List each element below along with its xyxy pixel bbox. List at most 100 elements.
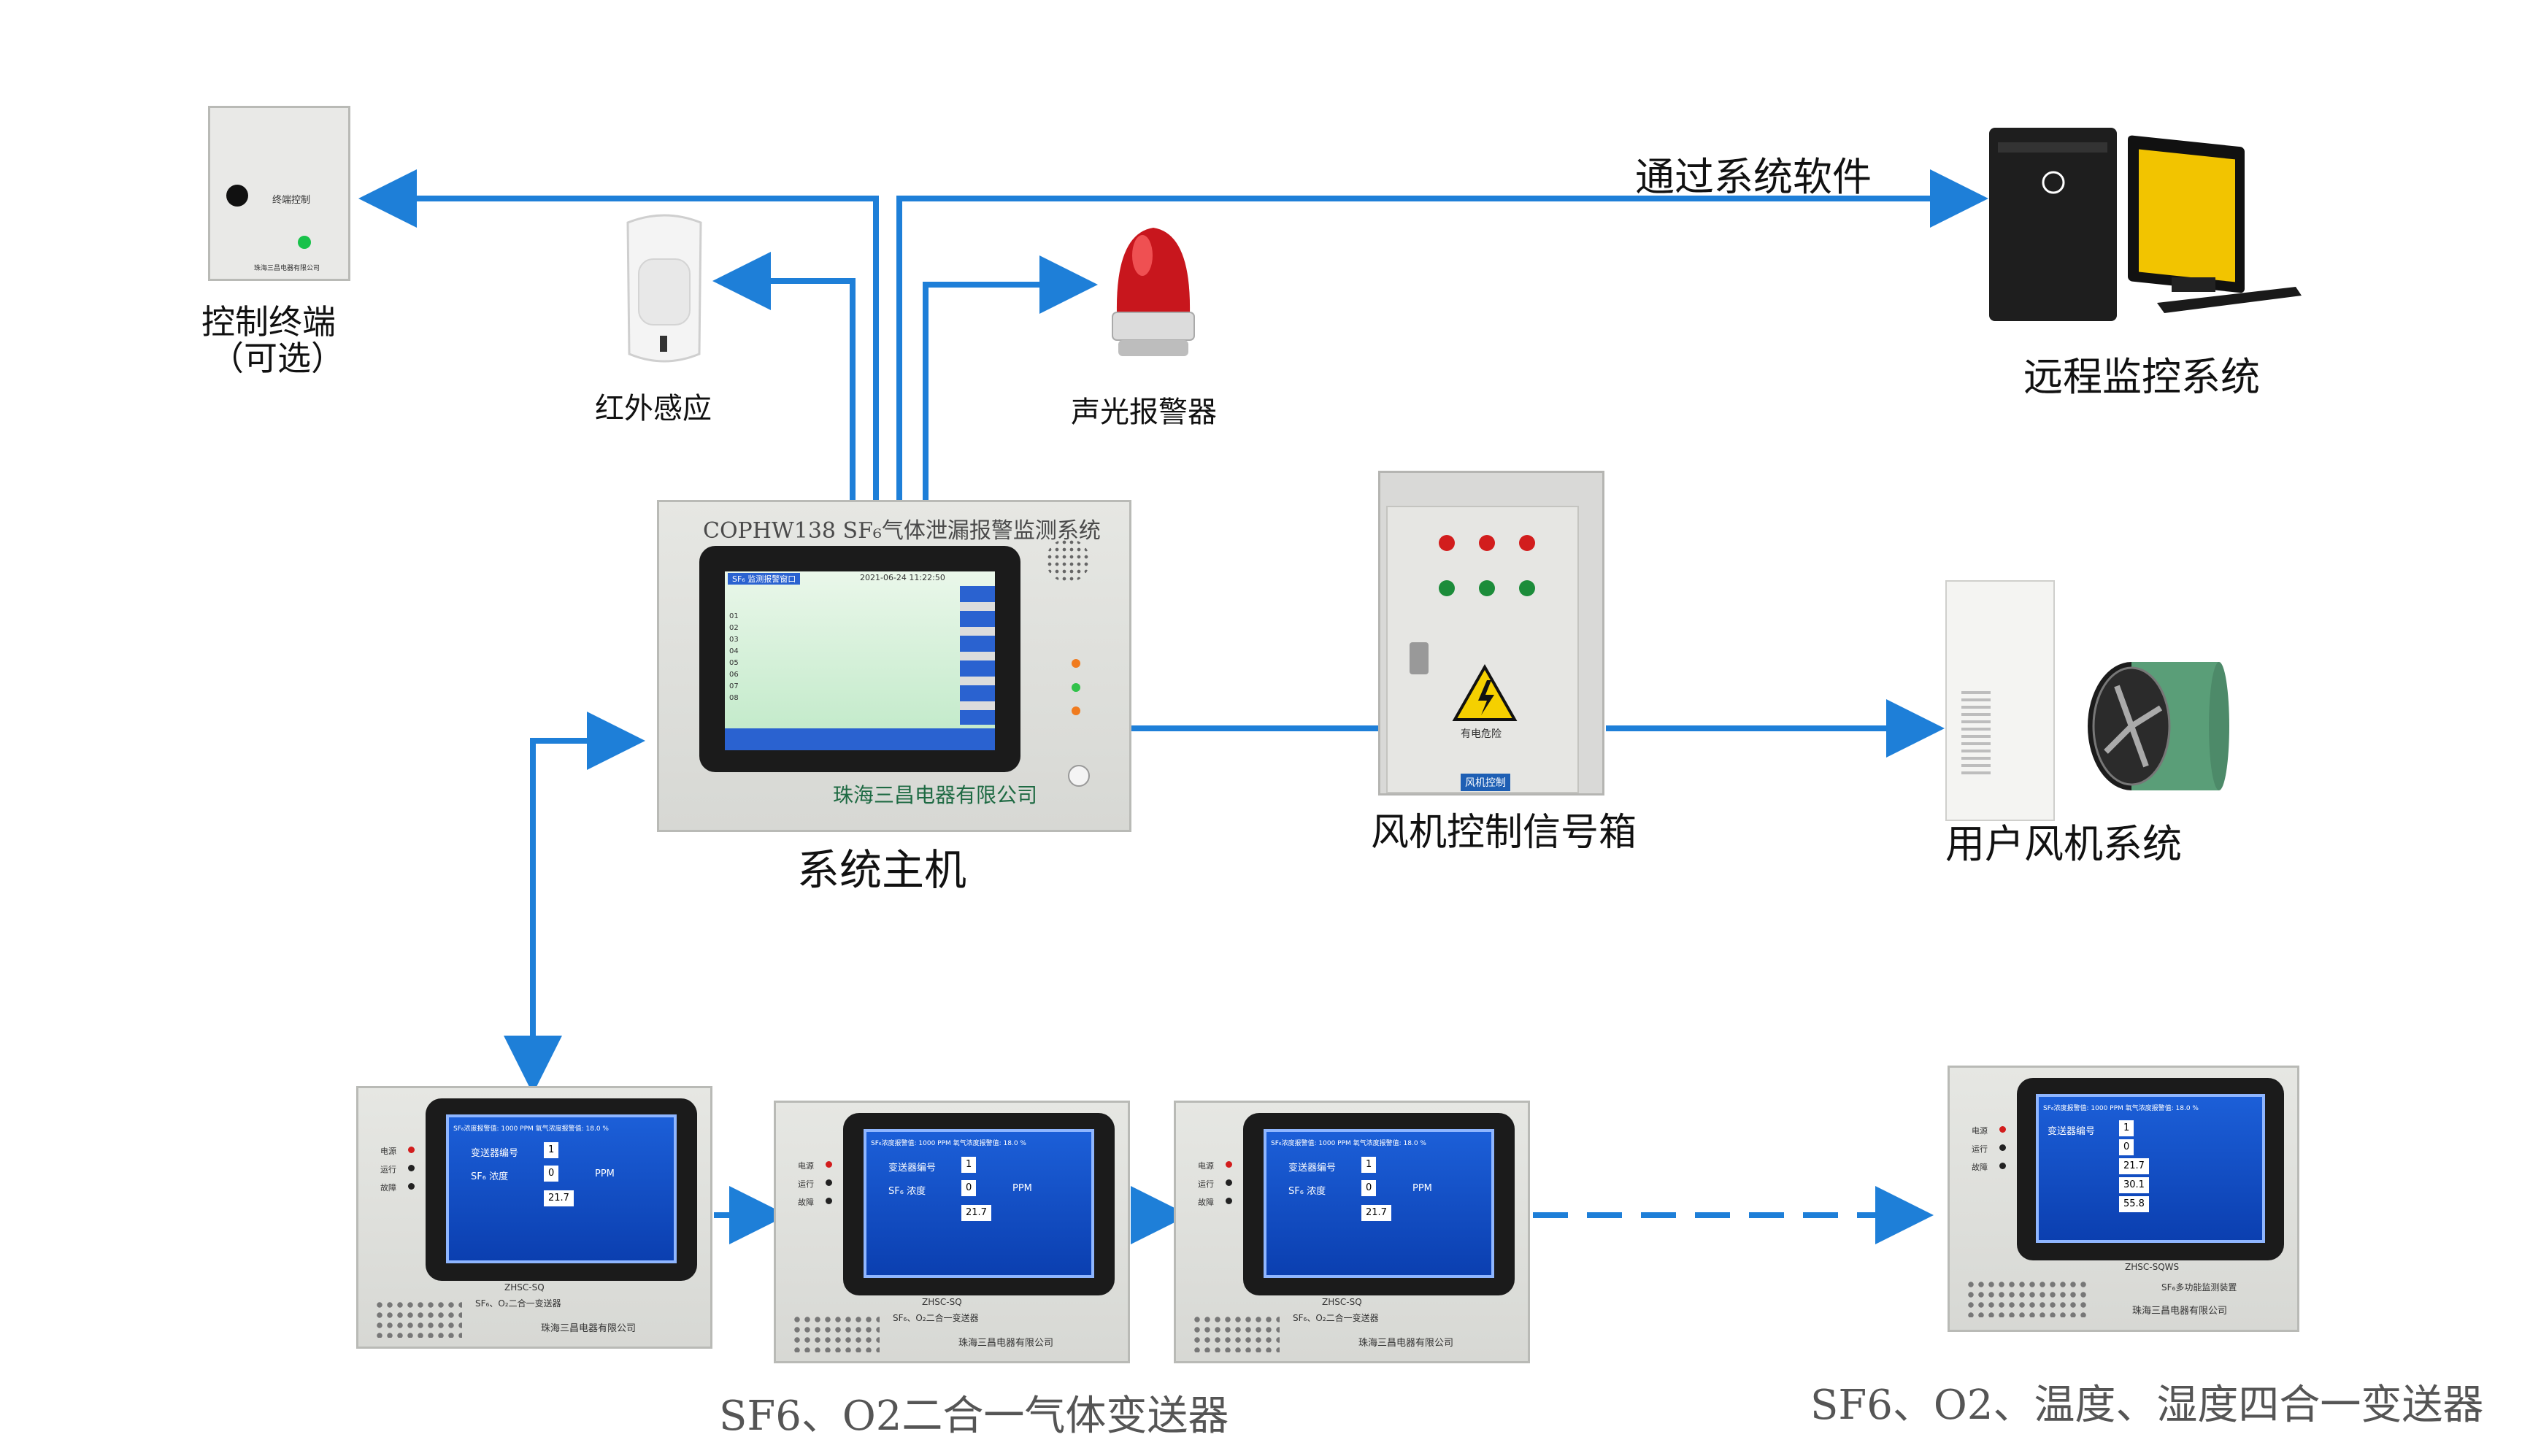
- t4-screen-hum: 55.8: [2119, 1196, 2149, 1212]
- fan-box-handle-icon: [1410, 642, 1429, 674]
- t3-screen-o2: 21.7: [1361, 1205, 1391, 1221]
- transmitter-2: 电源 运行 故障 SF₆浓度报警值: 1000 PPM 氧气浓度报警值: 18.…: [774, 1101, 1130, 1363]
- fan-box-light-red-2: [1479, 535, 1495, 551]
- t3-screen-addr: 1: [1361, 1157, 1377, 1173]
- t1-led-label-run: 运行: [380, 1165, 396, 1174]
- t3-company: 珠海三昌电器有限公司: [1358, 1338, 1454, 1349]
- t2-screen-sf6-label: SF₆ 浓度: [888, 1186, 926, 1197]
- t2-vent-grille: [792, 1314, 880, 1352]
- t2-led-power: [826, 1161, 832, 1168]
- cabinet-vents: [1961, 691, 1991, 779]
- t3-led-label-run: 运行: [1198, 1179, 1214, 1189]
- t4-screen: SF₆浓度报警值: 1000 PPM 氧气浓度报警值: 18.0 % 变送器编号…: [2036, 1094, 2265, 1243]
- t2-led-label-fault: 故障: [798, 1198, 814, 1207]
- host-screen-row: 02: [729, 624, 739, 632]
- t2-screen-addr-label: 变送器编号: [888, 1163, 937, 1174]
- indicator-icon: [298, 236, 311, 249]
- user-fan-label: 用户风机系统: [1945, 821, 2182, 867]
- edge-host-to-remote: [896, 169, 1988, 504]
- host-led-power: [1072, 659, 1080, 668]
- t1-screen-line1: SF₆浓度报警值: 1000 PPM 氧气浓度报警值: 18.0 %: [453, 1125, 609, 1133]
- t4-led-power: [1999, 1126, 2006, 1133]
- t2-led-run: [826, 1179, 832, 1186]
- edge-host-to-infrared: [712, 252, 856, 504]
- host-label: 系统主机: [797, 845, 967, 895]
- t1-desc: SF₆、O₂二合一变送器: [475, 1298, 561, 1309]
- t4-led-label-run: 运行: [1972, 1144, 1988, 1154]
- t4-led-label-power: 电源: [1972, 1126, 1988, 1136]
- t1-led-run: [408, 1165, 415, 1171]
- t2-led-fault: [826, 1198, 832, 1204]
- t1-screen-frame: SF₆浓度报警值: 1000 PPM 氧气浓度报警值: 18.0 % 变送器编号…: [426, 1098, 697, 1281]
- t2-screen: SF₆浓度报警值: 1000 PPM 氧气浓度报警值: 18.0 % 变送器编号…: [864, 1129, 1094, 1278]
- t4-led-run: [1999, 1144, 2006, 1151]
- host-screen-row: 01: [729, 612, 739, 620]
- t4-screen-sf6: 0: [2119, 1139, 2134, 1155]
- fan-box-nameplate: 风机控制: [1461, 774, 1510, 791]
- t4-desc: SF₆多功能监测装置: [2161, 1282, 2237, 1293]
- host-screen-buttons: [725, 728, 995, 750]
- t4-screen-addr: 1: [2119, 1120, 2134, 1136]
- two-in-one-label: SF6、O2二合一气体变送器: [719, 1393, 1229, 1440]
- t4-screen-o2: 21.7: [2119, 1158, 2149, 1174]
- t2-screen-unit: PPM: [1012, 1183, 1032, 1194]
- cabinet-icon: [1945, 580, 2055, 821]
- t1-screen-sf6: 0: [544, 1166, 559, 1182]
- t2-led-label-run: 运行: [798, 1179, 814, 1189]
- t2-led-label-power: 电源: [798, 1161, 814, 1171]
- t4-company: 珠海三昌电器有限公司: [2132, 1306, 2228, 1317]
- fan-box-light-red-1: [1439, 535, 1455, 551]
- t1-led-label-power: 电源: [380, 1147, 396, 1156]
- t1-model: ZHSC-SQ: [504, 1282, 545, 1293]
- fan-box-door: 有电危险 风机控制: [1386, 506, 1579, 793]
- t4-screen-frame: SF₆浓度报警值: 1000 PPM 氧气浓度报警值: 18.0 % 变送器编号…: [2017, 1078, 2284, 1260]
- host-led-run: [1072, 683, 1080, 692]
- four-in-one-label: SF6、O2、温度、湿度四合一变送器: [1810, 1382, 2484, 1429]
- t3-screen: SF₆浓度报警值: 1000 PPM 氧气浓度报警值: 18.0 % 变送器编号…: [1264, 1129, 1494, 1278]
- t1-screen-o2: 21.7: [544, 1190, 574, 1206]
- transmitter-3: 电源 运行 故障 SF₆浓度报警值: 1000 PPM 氧气浓度报警值: 18.…: [1174, 1101, 1530, 1363]
- host-screen-row: 04: [729, 647, 739, 655]
- t3-desc: SF₆、O₂二合一变送器: [1293, 1313, 1379, 1323]
- system-host-panel: COPHW138 SF₆气体泄漏报警监测系统 SF₆ 监测报警窗口 2021-0…: [657, 500, 1131, 832]
- t2-screen-o2: 21.7: [961, 1205, 991, 1221]
- t3-screen-unit: PPM: [1412, 1183, 1432, 1194]
- t1-screen: SF₆浓度报警值: 1000 PPM 氧气浓度报警值: 18.0 % 变送器编号…: [446, 1114, 677, 1263]
- host-screen-time: 2021-06-24 11:22:50: [860, 573, 945, 582]
- t1-company: 珠海三昌电器有限公司: [541, 1323, 637, 1334]
- t2-screen-frame: SF₆浓度报警值: 1000 PPM 氧气浓度报警值: 18.0 % 变送器编号…: [843, 1113, 1115, 1295]
- t3-led-fault: [1226, 1198, 1232, 1204]
- alarm-light-icon: [1102, 219, 1204, 365]
- control-terminal-device-text: 终端控制: [272, 195, 311, 206]
- control-terminal-company: 珠海三昌电器有限公司: [254, 265, 320, 272]
- t4-led-label-fault: 故障: [1972, 1163, 1988, 1172]
- knob-icon: [226, 185, 248, 207]
- t1-led-power: [408, 1147, 415, 1153]
- host-screen-row: 08: [729, 694, 739, 702]
- t1-led-label-fault: 故障: [380, 1183, 396, 1193]
- t1-led-fault: [408, 1183, 415, 1190]
- infrared-label: 红外感应: [595, 392, 712, 425]
- t2-company: 珠海三昌电器有限公司: [958, 1338, 1054, 1349]
- edge-label-software: 通过系统软件: [1635, 154, 1872, 200]
- edge-host-to-alarm: [923, 255, 1098, 504]
- fan-control-box-icon: 有电危险 风机控制: [1378, 471, 1604, 796]
- transmitter-4: 电源 运行 故障 SF₆浓度报警值: 1000 PPM 氧气浓度报警值: 18.…: [1948, 1066, 2299, 1332]
- host-panel-title: COPHW138 SF₆气体泄漏报警监测系统: [703, 518, 1101, 544]
- t1-vent-grille: [374, 1300, 462, 1338]
- host-led-fault: [1072, 706, 1080, 715]
- t4-screen-addr-label: 变送器编号: [2048, 1126, 2096, 1137]
- host-screen-row: 07: [729, 682, 739, 690]
- speaker-grille-icon: [1046, 539, 1090, 582]
- t3-screen-sf6: 0: [1361, 1180, 1377, 1196]
- t3-led-label-power: 电源: [1198, 1161, 1214, 1171]
- t2-screen-line1: SF₆浓度报警值: 1000 PPM 氧气浓度报警值: 18.0 %: [871, 1140, 1026, 1147]
- host-screen-title: SF₆ 监测报警窗口: [728, 573, 801, 585]
- t4-led-fault: [1999, 1163, 2006, 1169]
- control-terminal-label-optional: （可选）: [210, 339, 345, 378]
- t4-screen-line1: SF₆浓度报警值: 1000 PPM 氧气浓度报警值: 18.0 %: [2043, 1105, 2199, 1112]
- edge-host-bus-to-transmitters: [530, 712, 645, 1076]
